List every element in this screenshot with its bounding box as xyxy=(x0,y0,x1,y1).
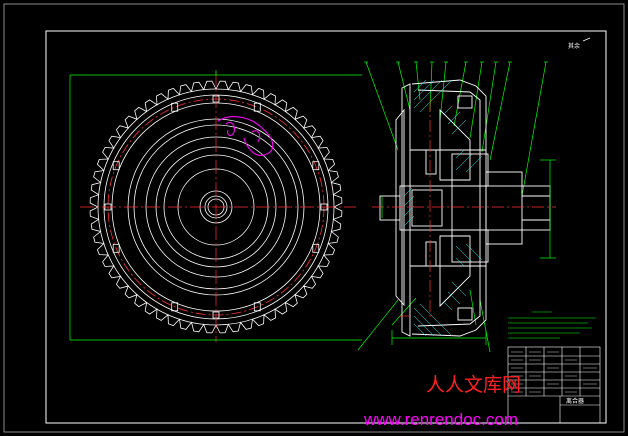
bolt-hole xyxy=(171,102,179,112)
bolt-hole xyxy=(112,161,120,171)
title-block-fill xyxy=(511,351,597,393)
bolt-hole xyxy=(253,302,261,312)
technical-notes xyxy=(508,311,596,339)
hand-sketch-marks xyxy=(217,116,274,157)
watermark-url: www.renrendoc.com xyxy=(363,410,518,429)
housing-outline xyxy=(379,79,551,337)
section-centerlines xyxy=(372,100,556,320)
title-block xyxy=(507,346,601,424)
bolt-hole xyxy=(312,243,320,253)
bolt-hole xyxy=(112,243,120,253)
front-centerlines xyxy=(80,72,356,342)
roughness-symbol xyxy=(582,37,591,42)
section-hatching xyxy=(403,79,483,337)
front-dimensions xyxy=(69,70,362,341)
watermark-cn: 人人文库网 xyxy=(426,374,521,396)
bolt-hole xyxy=(171,302,179,312)
section-dimensions xyxy=(381,159,556,345)
flywheel-front-view xyxy=(69,70,362,342)
title-block-name: 离合器 xyxy=(566,397,584,405)
clutch-section-view: 离合器 xyxy=(357,61,601,424)
bolt-hole xyxy=(312,161,320,171)
sheet-frame xyxy=(3,3,625,433)
corner-note: 其余 xyxy=(568,42,580,50)
leader-lines-top xyxy=(357,61,547,353)
bolt-hole xyxy=(253,102,261,112)
